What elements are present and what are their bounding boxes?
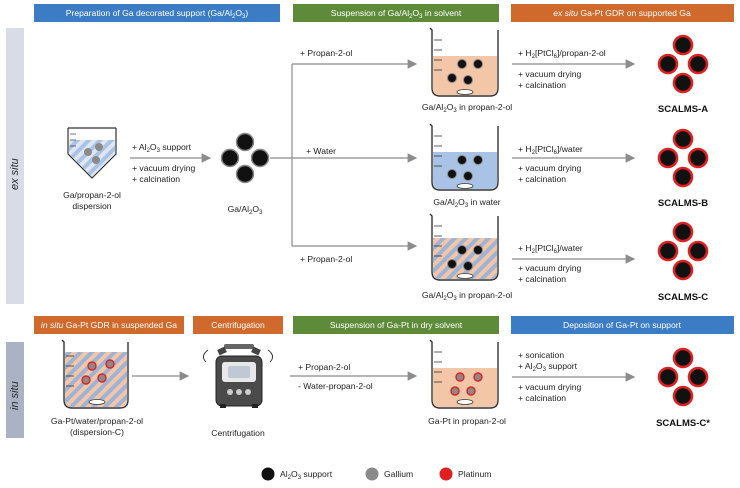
- step-alumina-support-2: + Al2O3 support: [518, 361, 578, 373]
- vacuum-a: + vacuum drying: [518, 69, 582, 79]
- insitu-beaker-2-label: Ga-Pt in propan-2-ol: [428, 416, 506, 426]
- legend-gallium-label: Gallium: [384, 469, 413, 479]
- header-deposition-text: Deposition of Ga-Pt on support: [563, 320, 682, 330]
- insitu-beaker-2: [429, 339, 499, 409]
- scalms-c-label: SCALMS-C: [658, 292, 708, 303]
- gallium-droplet: [84, 148, 92, 156]
- beaker-b-label: Ga/Al2O3 in water: [433, 197, 500, 209]
- legend-alumina-label: Al2O3 support: [280, 469, 333, 481]
- branch-a-label: + Propan-2-ol: [300, 48, 352, 58]
- ex-situ-side-label: ex situ: [9, 158, 21, 190]
- tube-label-line2: dispersion: [72, 201, 111, 211]
- header-insitu-gdr-text: in situ Ga-Pt GDR in suspended Ga: [41, 320, 177, 330]
- vacuum-b: + vacuum drying: [518, 163, 582, 173]
- beaker-a-label: Ga/Al2O3 in propan-2-ol: [422, 102, 512, 114]
- ex-situ-side-panel: [6, 28, 24, 304]
- beaker-c-label: Ga/Al2O3 in propan-2-ol: [422, 290, 512, 302]
- dispersion-tube: [67, 127, 117, 179]
- legend-platinum-label: Platinum: [458, 469, 491, 479]
- scalms-c-star-particles: [657, 347, 709, 407]
- calcination-c: + calcination: [518, 274, 566, 284]
- gallium-droplet: [95, 143, 103, 151]
- scalms-c-particles: [657, 221, 709, 281]
- step-remove-water: - Water-propan-2-ol: [298, 381, 373, 391]
- ga-alumina-particles: [220, 132, 270, 184]
- step-calcination-2: + calcination: [518, 393, 566, 403]
- header-dry-solvent: [293, 316, 499, 334]
- legend-gallium-swatch: [365, 467, 379, 481]
- branch-b-label: + Water: [306, 146, 336, 156]
- legend: Al2O3 support Gallium Platinum: [261, 467, 491, 481]
- step-sonication: + sonication: [518, 350, 564, 360]
- step-vacuum-drying: + vacuum drying: [132, 163, 196, 173]
- step-add-propanol: + Propan-2-ol: [298, 362, 350, 372]
- header-insitu-gdr: [34, 316, 184, 334]
- calcination-a: + calcination: [518, 80, 566, 90]
- branch-c-label: + Propan-2-ol: [300, 254, 352, 264]
- legend-platinum-swatch: [439, 467, 453, 481]
- in-situ-side-label: in situ: [9, 381, 21, 410]
- header-suspension-text: Suspension of Ga/Al2O3 in solvent: [331, 8, 462, 20]
- insitu-beaker-1-label-2: (dispersion-C): [70, 427, 124, 437]
- insitu-beaker-1-label-1: Ga-Pt/water/propan-2-ol: [51, 416, 143, 426]
- scalms-a-particles: [657, 34, 709, 94]
- centrifuge-label: Centrifugation: [211, 428, 265, 438]
- centrifuge-icon: [202, 344, 274, 408]
- header-preparation: [34, 4, 280, 22]
- calcination-b: + calcination: [518, 174, 566, 184]
- header-preparation-text: Preparation of Ga decorated support (Ga/…: [66, 8, 249, 20]
- beaker-a: [429, 27, 499, 97]
- step-vacuum-drying-2: + vacuum drying: [518, 382, 582, 392]
- header-centrifugation: [193, 316, 283, 334]
- step-calcination: + calcination: [132, 174, 180, 184]
- scalms-c-star-label: SCALMS-C*: [656, 418, 710, 429]
- vacuum-c: + vacuum drying: [518, 263, 582, 273]
- reagent-a: + H2[PtCl6]/propan-2-ol: [518, 48, 606, 60]
- header-deposition: [511, 316, 734, 334]
- ga-alumina-label: Ga/Al2O3: [228, 204, 264, 216]
- beaker-b: [429, 123, 499, 191]
- beaker-c: [429, 213, 499, 281]
- header-dry-solvent-text: Suspension of Ga-Pt in dry solvent: [330, 320, 463, 330]
- scalms-b-particles: [657, 128, 709, 188]
- legend-alumina-swatch: [261, 467, 275, 481]
- tube-label-line1: Ga/propan-2-ol: [63, 190, 121, 200]
- header-exsitu-gdr-text: ex situ Ga-Pt GDR on supported Ga: [553, 8, 691, 18]
- insitu-beaker-1: [61, 339, 129, 409]
- header-suspension: [293, 4, 499, 22]
- scalms-a-label: SCALMS-A: [658, 104, 708, 115]
- reagent-c: + H2[PtCl6]/water: [518, 243, 583, 255]
- header-centrifugation-text: Centrifugation: [211, 320, 265, 330]
- header-exsitu-gdr: [511, 4, 734, 22]
- step-alumina-support: + Al2O3 support: [132, 142, 192, 154]
- gallium-droplet: [92, 156, 100, 164]
- reagent-b: + H2[PtCl6]/water: [518, 144, 583, 156]
- in-situ-side-panel: [6, 342, 24, 438]
- scalms-b-label: SCALMS-B: [658, 198, 708, 209]
